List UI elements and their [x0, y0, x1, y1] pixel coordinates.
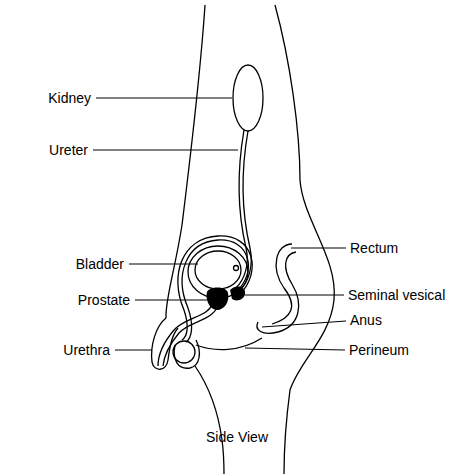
leader-line — [245, 348, 345, 350]
body-outline — [275, 5, 334, 474]
kidney — [233, 65, 263, 131]
thigh-outline — [195, 366, 224, 474]
leader-line — [245, 295, 344, 296]
bladder-inner — [195, 251, 241, 289]
testis — [173, 341, 195, 363]
part-label: Prostate — [78, 292, 130, 308]
part-label: Rectum — [350, 240, 398, 256]
scrotum — [174, 340, 199, 368]
urethra — [158, 300, 214, 366]
leader-line — [135, 300, 207, 301]
leader-line — [129, 264, 198, 265]
caption: Side View — [206, 429, 268, 445]
part-label: Kidney — [48, 90, 91, 106]
ureter — [236, 130, 247, 288]
part-label: Ureter — [49, 142, 88, 158]
leader-line — [96, 98, 232, 99]
part-label: Seminal vesical — [348, 287, 445, 303]
part-label: Anus — [350, 312, 382, 328]
prostate — [207, 288, 229, 310]
part-label: Perineum — [349, 342, 409, 358]
leader-line — [93, 150, 238, 151]
rectum — [278, 252, 299, 332]
part-label: Bladder — [76, 256, 124, 272]
leader-line — [262, 321, 346, 327]
vas-deferens — [182, 240, 248, 342]
body-outline — [166, 5, 205, 318]
seminal-vesicle — [230, 287, 245, 301]
part-label: Urethra — [63, 342, 110, 358]
urethra — [163, 300, 220, 366]
ureter-opening — [234, 266, 239, 271]
anus — [257, 322, 278, 333]
leader-line — [115, 350, 152, 351]
vas-deferens — [178, 236, 252, 340]
leader-line — [291, 248, 346, 249]
